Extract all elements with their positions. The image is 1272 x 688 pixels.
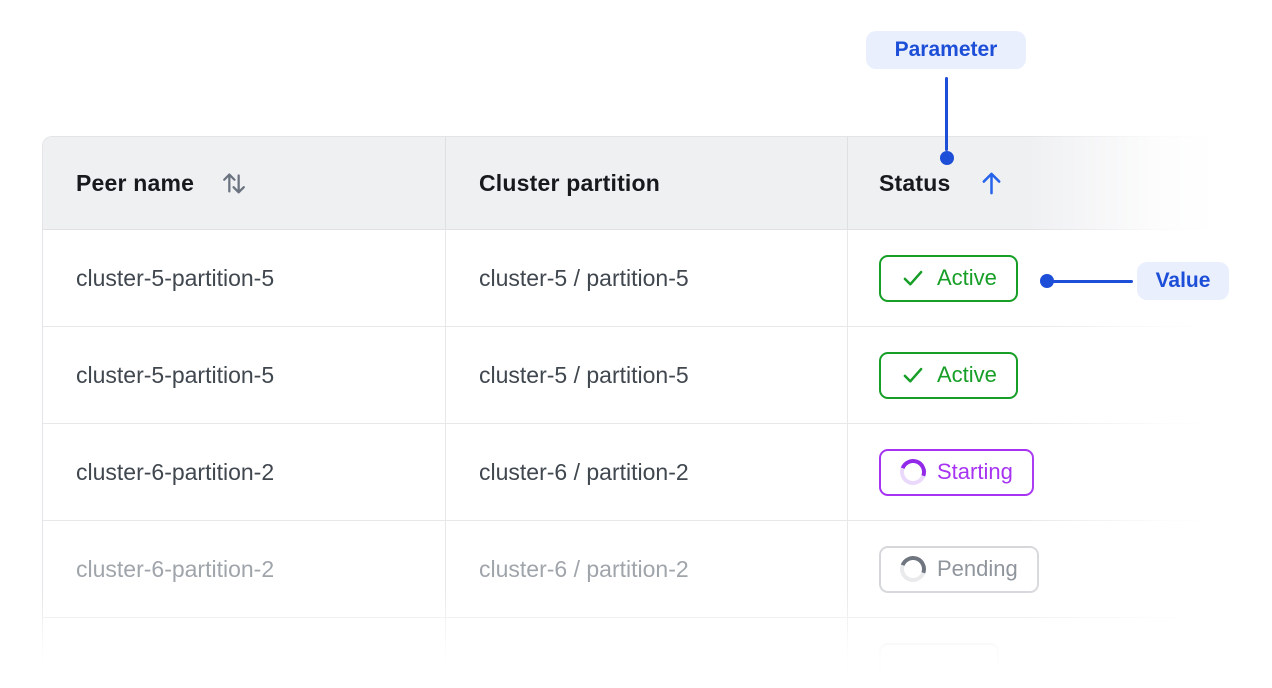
sort-ascending-icon[interactable] (978, 169, 1005, 198)
cell-peer-name (43, 618, 446, 688)
column-label-peer-name: Peer name (76, 169, 195, 196)
parameter-callout-line (945, 77, 948, 151)
table-body: cluster-5-partition-5 cluster-5 / partit… (43, 230, 1272, 688)
cell-status: Active (848, 230, 1272, 326)
sort-both-icon[interactable] (220, 167, 248, 199)
spinner-icon (895, 551, 931, 587)
cell-peer-name: cluster-5-partition-5 (43, 230, 446, 326)
table-header: Peer name Cluster partition Status (43, 137, 1272, 230)
table-row[interactable]: cluster-6-partition-2 cluster-6 / partit… (43, 424, 1272, 521)
cluster-partition-text: cluster-6 / partition-2 (479, 458, 689, 485)
cell-peer-name: cluster-6-partition-2 (43, 521, 446, 617)
cluster-partition-text: cluster-5 / partition-5 (479, 361, 689, 388)
table-row[interactable]: cluster-6-partition-2 cluster-6 / partit… (43, 521, 1272, 618)
cell-cluster-partition: cluster-5 / partition-5 (446, 230, 848, 326)
status-badge-label: Active (937, 265, 997, 290)
status-badge-starting: Starting (879, 448, 1034, 496)
parameter-callout-label: Parameter (894, 38, 998, 61)
status-badge-pending: Pending (879, 545, 1039, 593)
cell-cluster-partition (446, 618, 848, 688)
cell-cluster-partition: cluster-5 / partition-5 (446, 327, 848, 423)
status-badge-active: Active (879, 351, 1018, 399)
cell-status (848, 618, 1272, 688)
cell-status: Pending (848, 521, 1272, 617)
check-icon (903, 270, 923, 286)
cell-cluster-partition: cluster-6 / partition-2 (446, 424, 848, 520)
cell-cluster-partition: cluster-6 / partition-2 (446, 521, 848, 617)
peer-name-text: cluster-5-partition-5 (76, 264, 275, 291)
value-callout-line (1047, 280, 1133, 283)
peer-name-text: cluster-6-partition-2 (76, 458, 275, 485)
peer-name-text: cluster-6-partition-2 (76, 555, 275, 582)
status-badge-label: Pending (937, 556, 1018, 581)
spinner-icon (895, 454, 931, 490)
cell-status: Active (848, 327, 1272, 423)
column-header-status[interactable]: Status (848, 137, 1272, 229)
cell-peer-name: cluster-5-partition-5 (43, 327, 446, 423)
peer-name-text: cluster-5-partition-5 (76, 361, 275, 388)
peers-table: Peer name Cluster partition Status clust… (42, 136, 1272, 688)
column-label-cluster-partition: Cluster partition (479, 169, 661, 196)
cluster-partition-text: cluster-5 / partition-5 (479, 264, 689, 291)
status-badge-label: Starting (937, 459, 1013, 484)
column-header-cluster-partition[interactable]: Cluster partition (446, 137, 848, 229)
check-icon (903, 367, 923, 383)
table-row[interactable] (43, 618, 1272, 688)
status-badge-label: Active (937, 362, 997, 387)
table-row[interactable]: cluster-5-partition-5 cluster-5 / partit… (43, 230, 1272, 327)
status-badge-active: Active (879, 254, 1018, 302)
value-callout-label: Value (1155, 269, 1211, 292)
value-callout-badge: Value (1137, 262, 1229, 300)
cluster-partition-text: cluster-6 / partition-2 (479, 555, 689, 582)
cell-peer-name: cluster-6-partition-2 (43, 424, 446, 520)
status-badge-ghost (879, 643, 999, 688)
column-header-peer-name[interactable]: Peer name (43, 137, 446, 229)
cell-status: Starting (848, 424, 1272, 520)
column-label-status: Status (879, 169, 951, 196)
table-row[interactable]: cluster-5-partition-5 cluster-5 / partit… (43, 327, 1272, 424)
parameter-callout-badge: Parameter (866, 31, 1026, 69)
parameter-callout-dot (940, 151, 954, 165)
